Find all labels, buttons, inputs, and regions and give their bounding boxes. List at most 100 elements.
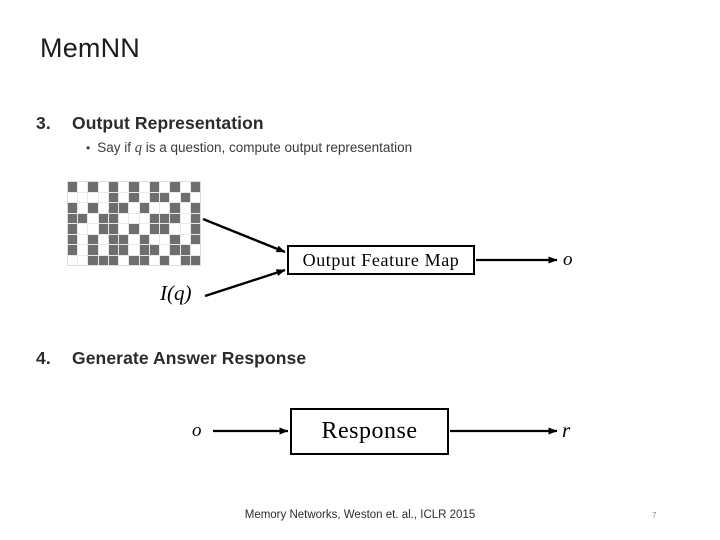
arrow-iq-to-output-feature-map — [204, 268, 286, 298]
memory-matrix-cell — [88, 203, 98, 213]
output-feature-map-box: Output Feature Map — [287, 245, 475, 275]
memory-matrix-cell — [98, 245, 108, 255]
memory-matrix-cell — [149, 203, 160, 213]
page-title: MemNN — [40, 33, 140, 63]
memory-matrix-cell — [108, 213, 119, 223]
memory-matrix-cell — [88, 255, 98, 265]
memory-matrix-cell — [170, 192, 180, 202]
memory-matrix-cell — [119, 182, 129, 192]
bullet-point-icon: • — [86, 141, 91, 155]
page-number: 7 — [652, 511, 657, 520]
memory-matrix-cell — [98, 182, 108, 192]
memory-matrix-grid — [67, 181, 201, 266]
memory-matrix-cell — [68, 245, 78, 255]
label-output-o-right: o — [563, 249, 573, 270]
memory-matrix-cell — [139, 224, 149, 234]
memory-matrix-cell — [108, 234, 119, 244]
memory-matrix-cell — [180, 213, 190, 223]
step-4-label: Generate Answer Response — [72, 348, 307, 368]
memory-matrix-cell — [139, 192, 149, 202]
memory-matrix-cell — [108, 245, 119, 255]
memory-matrix-cell — [180, 234, 190, 244]
memory-matrix-cell — [129, 192, 139, 202]
memory-matrix-cell — [98, 192, 108, 202]
memory-matrix-cell — [180, 224, 190, 234]
memory-matrix-cell — [160, 224, 170, 234]
memory-matrix-cell — [78, 245, 88, 255]
memory-matrix-cell — [68, 203, 78, 213]
step-3-number: 3. — [36, 113, 51, 133]
label-response-r: r — [562, 418, 571, 442]
memory-matrix-cell — [160, 213, 170, 223]
memory-matrix-cell — [129, 255, 139, 265]
memory-matrix-cell — [139, 213, 149, 223]
memory-matrix-cell — [139, 203, 149, 213]
memory-matrix-cell — [119, 203, 129, 213]
memory-matrix-cell — [160, 203, 170, 213]
memory-matrix-cell — [108, 182, 119, 192]
memory-matrix-cell — [78, 192, 88, 202]
memory-matrix-cell — [68, 192, 78, 202]
memory-matrix-cell — [139, 182, 149, 192]
memory-matrix-cell — [88, 224, 98, 234]
memory-matrix-cell — [180, 245, 190, 255]
memory-matrix-cell — [149, 192, 160, 202]
memory-matrix-cell — [190, 182, 200, 192]
memory-matrix-cell — [129, 213, 139, 223]
memory-matrix-cell — [190, 213, 200, 223]
memory-matrix-cell — [129, 203, 139, 213]
memory-matrix-cell — [149, 182, 160, 192]
memory-matrix-cell — [98, 255, 108, 265]
memory-matrix-cell — [149, 255, 160, 265]
bullet-variable-q: q — [134, 140, 142, 156]
memory-matrix-cell — [160, 234, 170, 244]
memory-matrix-cell — [190, 224, 200, 234]
memory-matrix-cell — [78, 224, 88, 234]
memory-matrix-cell — [119, 192, 129, 202]
bullet-text: Say if q is a question, compute output r… — [97, 140, 412, 157]
memory-matrix-cell — [160, 255, 170, 265]
memory-matrix-cell — [98, 224, 108, 234]
memory-matrix-cell — [108, 203, 119, 213]
memory-matrix-cell — [190, 203, 200, 213]
memory-matrix-cell — [98, 213, 108, 223]
memory-matrix-cell — [149, 245, 160, 255]
memory-matrix-cell — [119, 245, 129, 255]
memory-matrix-cell — [149, 234, 160, 244]
memory-matrix-cell — [119, 213, 129, 223]
memory-matrix-cell — [88, 245, 98, 255]
memory-matrix-cell — [170, 182, 180, 192]
memory-matrix-cell — [88, 213, 98, 223]
step-item-3: 3. Output Representation — [36, 113, 264, 134]
memory-matrix-cell — [129, 245, 139, 255]
footer-citation: Memory Networks, Weston et. al., ICLR 20… — [244, 509, 476, 521]
bullet-text-before: Say if — [97, 140, 135, 155]
memory-matrix-cell — [180, 255, 190, 265]
memory-matrix-cell — [170, 203, 180, 213]
bullet-text-after: is a question, compute output representa… — [141, 140, 413, 155]
memory-matrix-cell — [149, 224, 160, 234]
memory-matrix-cell — [129, 234, 139, 244]
memory-matrix-cell — [129, 224, 139, 234]
memory-matrix-cell — [170, 255, 180, 265]
memory-matrix-cell — [180, 182, 190, 192]
memory-matrix-cell — [160, 192, 170, 202]
memory-matrix-cell — [68, 224, 78, 234]
memory-matrix-cell — [180, 203, 190, 213]
memory-matrix-cell — [108, 255, 119, 265]
label-input-function-iq: I(q) — [160, 281, 192, 305]
memory-matrix-cell — [170, 245, 180, 255]
memory-matrix-cell — [160, 245, 170, 255]
memory-matrix-cell — [170, 213, 180, 223]
memory-matrix-cell — [78, 182, 88, 192]
memory-matrix-cell — [88, 182, 98, 192]
memory-matrix-cell — [190, 192, 200, 202]
memory-matrix-cell — [160, 182, 170, 192]
label-output-o-left: o — [192, 420, 202, 441]
memory-matrix-cell — [139, 234, 149, 244]
memory-matrix-cell — [139, 245, 149, 255]
step-3-label: Output Representation — [72, 113, 264, 133]
memory-matrix-cell — [98, 234, 108, 244]
memory-matrix-cell — [170, 234, 180, 244]
memory-matrix-cell — [68, 255, 78, 265]
